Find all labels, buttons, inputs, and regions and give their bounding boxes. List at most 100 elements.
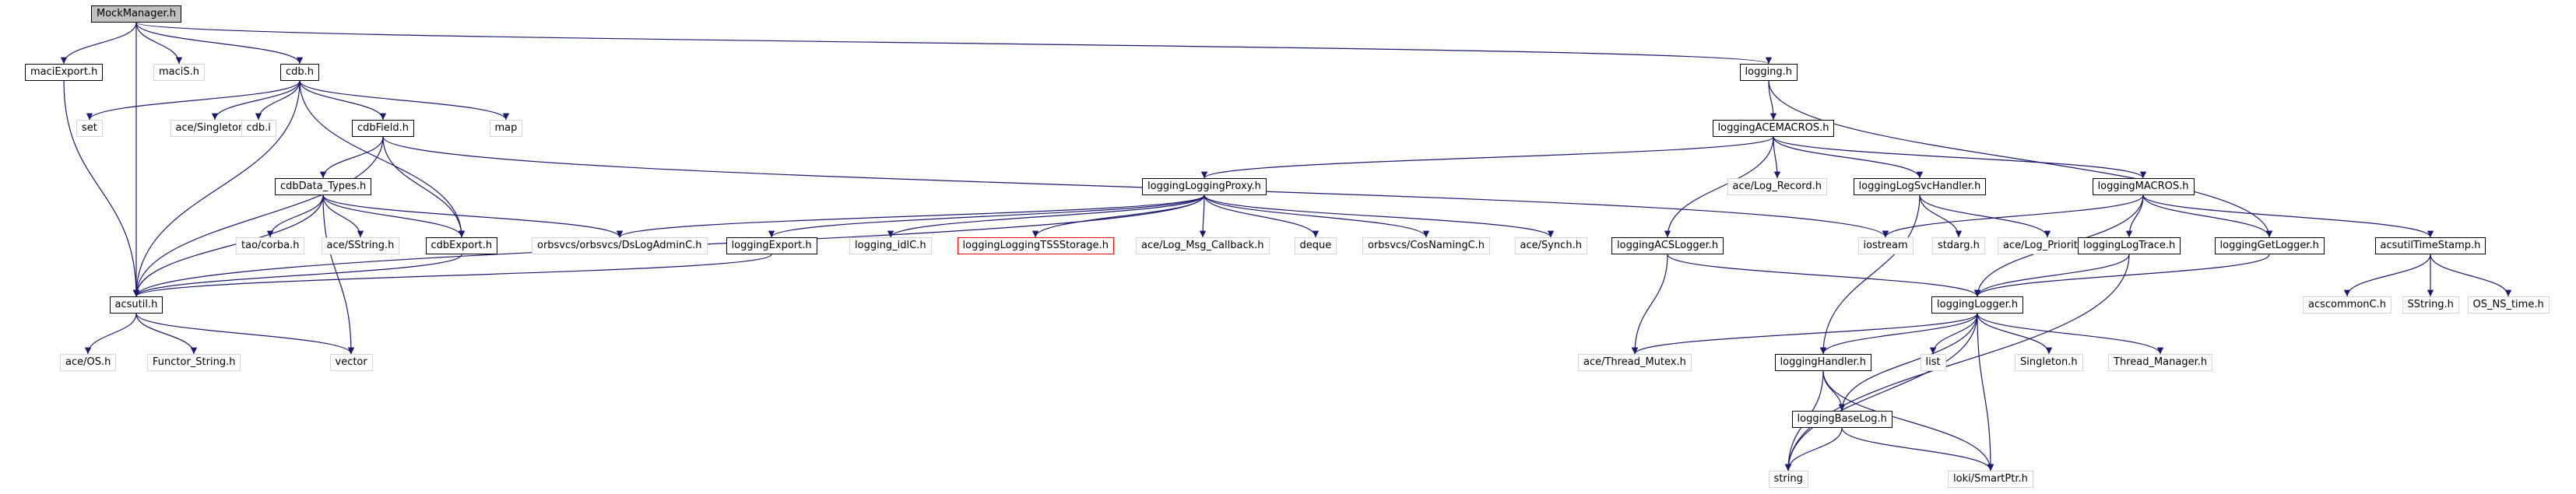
edge-logginggetlogger-h-to-logginglogger-h <box>1973 254 2270 297</box>
edge-cdbfield-h-to-cdbdata-types-h <box>319 136 384 179</box>
node-deque: deque <box>1294 237 1337 254</box>
edge-cdbfield-h-to-acsutil-h <box>132 136 384 297</box>
node-ace-os-h: ace/OS.h <box>60 354 117 371</box>
edge-cdbdata-types-h-to-cdbexport-h <box>322 194 466 238</box>
node-string: string <box>1768 471 1808 488</box>
edge-logginghandler-h-to-loki-smartptr-h <box>1822 370 1994 471</box>
node-functor-string-h: Functor_String.h <box>147 354 241 371</box>
edge-logginglogger-h-to-logginghandler-h <box>1819 313 1978 355</box>
edge-cdb-h-to-set <box>86 80 300 121</box>
node-logginglogtrace-h[interactable]: loggingLogTrace.h <box>2078 237 2181 254</box>
node-list: list <box>1920 354 1946 371</box>
edge-loggingloggingproxy-h-to-deque <box>1204 194 1320 238</box>
edge-cdb-h-to-cdb-i <box>255 80 300 121</box>
node-ace-singleton-h: ace/Singleton.h <box>170 120 260 137</box>
edge-acsutiltimestamp-h-to-acscommonc-h <box>2343 254 2431 297</box>
edge-loggingbaselog-h-to-string <box>1784 427 1843 471</box>
edge-loggingacemacros-h-to-loggingacslogger-h <box>1664 136 1774 238</box>
node-loggingacemacros-h[interactable]: loggingACEMACROS.h <box>1712 120 1835 137</box>
edge-mockmanager-h-to-maciexport-h <box>60 22 137 65</box>
edge-mockmanager-h-to-logging-h <box>135 22 1772 65</box>
node-cdb-i: cdb.i <box>241 120 276 137</box>
node-ace-sstring-h: ace/SString.h <box>321 237 400 254</box>
node-logging-h[interactable]: logging.h <box>1739 64 1798 81</box>
edge-loggingloggingproxy-h-to-ace-log-msg-callback-h <box>1199 194 1207 238</box>
node-map: map <box>489 120 523 137</box>
edge-cdbexport-h-to-acsutil-h <box>132 254 462 297</box>
edge-logging-h-to-logginggetlogger-h <box>1768 80 2273 238</box>
edge-loggingacslogger-h-to-logginglogger-h <box>1667 254 1981 297</box>
node-ace-log-msg-callback-h: ace/Log_Msg_Callback.h <box>1136 237 1270 254</box>
edge-maciexport-h-to-acsutil-h <box>63 80 140 297</box>
edge-loggingexport-h-to-acsutil-h <box>133 254 772 297</box>
edge-loggingmacros-h-to-acsutiltimestamp-h <box>2142 194 2434 238</box>
node-tao-corba-h: tao/corba.h <box>236 237 305 254</box>
edge-logginglogger-h-to-loki-smartptr-h <box>1977 313 1994 471</box>
node-loggingloggingproxy-h[interactable]: loggingLoggingProxy.h <box>1142 178 1267 195</box>
node-cdbexport-h[interactable]: cdbExport.h <box>425 237 498 254</box>
node-cdb-h[interactable]: cdb.h <box>280 64 320 81</box>
node-mockmanager-h[interactable]: MockManager.h <box>91 5 182 23</box>
edge-loggingacemacros-h-to-logginglogsvchandler-h <box>1773 136 1924 179</box>
edge-loggingloggingproxy-h-to-orbsvcs-dslogadminc-h <box>617 194 1205 238</box>
edge-cdbdata-types-h-to-vector <box>322 194 355 355</box>
node-vector: vector <box>329 354 373 371</box>
edge-cdbfield-h-to-iostream <box>382 136 1889 238</box>
node-logging-idlc-h: logging_idlC.h <box>849 237 932 254</box>
node-logginghandler-h[interactable]: loggingHandler.h <box>1774 354 1872 371</box>
node-logginggetlogger-h[interactable]: loggingGetLogger.h <box>2214 237 2325 254</box>
node-macis-h: maciS.h <box>153 64 206 81</box>
edge-loggingloggingproxy-h-to-logging-idlc-h <box>887 194 1205 238</box>
edge-loggingbaselog-h-to-loki-smartptr-h <box>1841 427 1994 471</box>
node-loggingbaselog-h[interactable]: loggingBaseLog.h <box>1791 411 1892 428</box>
edge-cdb-h-to-cdbfield-h <box>299 80 387 121</box>
edge-logginglogsvchandler-h-to-ace-log-priority-h <box>1919 194 2051 238</box>
node-singleton-h: Singleton.h <box>2015 354 2083 371</box>
edge-logginglogtrace-h-to-string <box>1784 254 2130 471</box>
edge-acsutil-h-to-ace-os-h <box>84 313 137 355</box>
node-sstring-h: SString.h <box>2402 296 2459 314</box>
node-loggingmacros-h[interactable]: loggingMACROS.h <box>2092 178 2195 195</box>
edge-cdb-h-to-acsutil-h <box>132 80 300 297</box>
node-maciexport-h[interactable]: maciExport.h <box>25 64 104 81</box>
edge-logginglogger-h-to-thread-manager-h <box>1977 313 2164 355</box>
node-acsutiltimestamp-h[interactable]: acsutilTimeStamp.h <box>2374 237 2486 254</box>
node-loggingacslogger-h[interactable]: loggingACSLogger.h <box>1611 237 1724 254</box>
edge-acsutil-h-to-functor-string-h <box>135 313 198 355</box>
edge-cdb-h-to-map <box>299 80 510 121</box>
edge-cdb-h-to-cdbexport-h <box>299 80 466 238</box>
edge-loggingmacros-h-to-logginggetlogger-h <box>2142 194 2273 238</box>
edge-cdbfield-h-to-cdbexport-h <box>382 136 466 238</box>
edge-logginglogger-h-to-ace-thread-mutex-h <box>1631 313 1978 355</box>
edge-logginglogger-h-to-string <box>1784 313 1978 471</box>
edge-mockmanager-h-to-cdb-h <box>135 22 304 65</box>
edge-cdbdata-types-h-to-orbsvcs-dslogadminc-h <box>322 194 624 238</box>
node-cdbfield-h[interactable]: cdbField.h <box>352 120 415 137</box>
node-cdbdata-types-h[interactable]: cdbData_Types.h <box>275 178 372 195</box>
node-loki-smartptr-h: loki/SmartPtr.h <box>1948 471 2033 488</box>
node-ace-synch-h: ace/Synch.h <box>1514 237 1587 254</box>
edge-logginglogsvchandler-h-to-stdarg-h <box>1919 194 1963 238</box>
edge-cdbdata-types-h-to-acsutil-h <box>132 194 324 297</box>
node-thread-manager-h: Thread_Manager.h <box>2108 354 2213 371</box>
node-logginglogsvchandler-h[interactable]: loggingLogSvcHandler.h <box>1853 178 1987 195</box>
node-stdarg-h: stdarg.h <box>1932 237 1985 254</box>
node-set: set <box>76 120 103 137</box>
edge-logginglogtrace-h-to-logginglogger-h <box>1973 254 2130 297</box>
edge-loggingloggingproxy-h-to-orbsvcs-cosnamingc-h <box>1204 194 1430 238</box>
edge-cdb-h-to-ace-singleton-h <box>211 80 300 121</box>
node-orbsvcs-cosnamingc-h: orbsvcs/CosNamingC.h <box>1362 237 1491 254</box>
edge-acsutil-h-to-vector <box>135 313 355 355</box>
node-ace-log-priority-h: ace/Log_Priority.h <box>1998 237 2097 254</box>
edge-logginglogsvchandler-h-to-logginghandler-h <box>1819 194 1921 355</box>
edge-loggingacemacros-h-to-loggingmacros-h <box>1773 136 2147 179</box>
edge-cdbdata-types-h-to-tao-corba-h <box>266 194 324 238</box>
node-loggingexport-h[interactable]: loggingExport.h <box>726 237 817 254</box>
node-acsutil-h[interactable]: acsutil.h <box>109 296 163 314</box>
edge-loggingloggingproxy-h-to-loggingexport-h <box>768 194 1205 238</box>
edge-loggingloggingproxy-h-to-ace-synch-h <box>1204 194 1555 238</box>
node-acscommonc-h: acscommonC.h <box>2303 296 2391 314</box>
edge-cdbdata-types-h-to-ace-sstring-h <box>322 194 364 238</box>
node-logginglogger-h[interactable]: loggingLogger.h <box>1931 296 2024 314</box>
